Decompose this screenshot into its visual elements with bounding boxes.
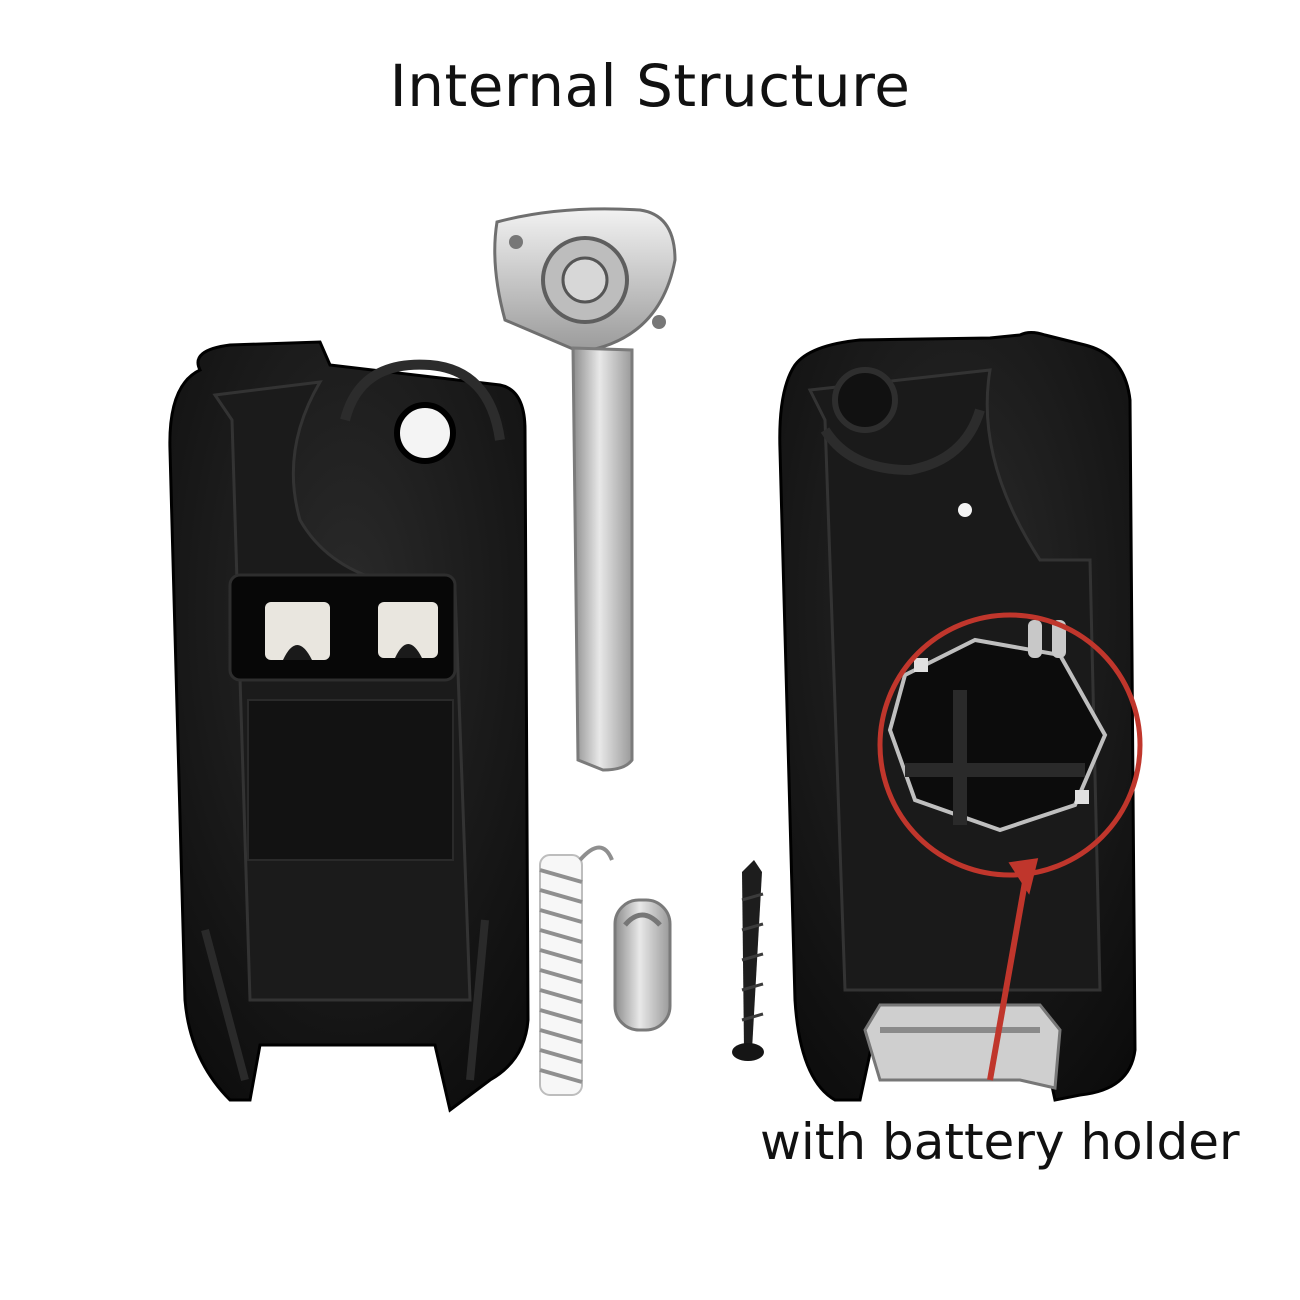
spring <box>539 845 614 1096</box>
annotation-label: with battery holder <box>760 1113 1240 1171</box>
key-blade <box>493 207 677 772</box>
battery-side-shell <box>778 331 1137 1102</box>
button-side-shell <box>168 340 530 1113</box>
button-pad-icon <box>378 602 438 658</box>
button-pad-icon <box>265 602 330 660</box>
screw <box>732 860 764 1061</box>
pin <box>613 898 672 1032</box>
battery-holder-highlight <box>877 612 1143 1081</box>
page-title: Internal Structure <box>389 52 911 120</box>
